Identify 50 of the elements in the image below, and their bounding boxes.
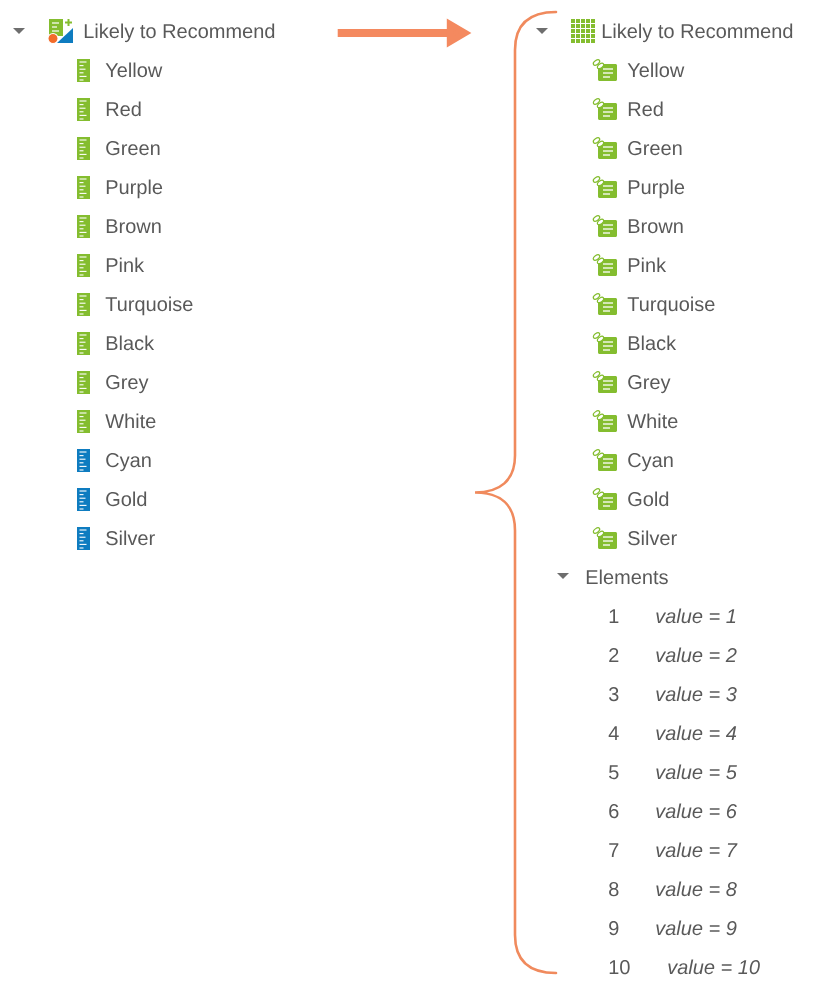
curly-brace	[473, 10, 558, 975]
row-number: 10	[609, 960, 630, 975]
row-number: 8	[609, 882, 619, 897]
row-number: 7	[609, 843, 619, 857]
value-text: value = 7	[656, 842, 738, 858]
item-label: Gold	[628, 491, 669, 507]
row-number: 6	[609, 804, 619, 819]
item-label: Green	[106, 141, 160, 156]
item-label: Red	[628, 101, 663, 117]
tree-root-label: Likely to Recommend	[602, 23, 793, 43]
group-label: Elements	[586, 569, 668, 585]
value-text: value = 3	[656, 686, 737, 702]
value-text: value = 4	[656, 725, 737, 741]
item-label: Cyan	[628, 453, 673, 472]
item-label: Pink	[628, 257, 667, 272]
item-label: Pink	[106, 257, 145, 272]
item-label: Brown	[628, 219, 683, 234]
value-text: value = 6	[656, 803, 737, 819]
row-number: 5	[609, 765, 619, 780]
value-text: value = 5	[656, 764, 737, 780]
item-label: Grey	[628, 375, 671, 394]
item-label: Turquoise	[627, 296, 715, 316]
value-text: value = 8	[656, 881, 737, 897]
item-label: White	[627, 413, 678, 429]
value-text: value = 10	[668, 959, 760, 975]
item-label: Yellow	[627, 62, 685, 78]
value-text: value = 9	[656, 920, 737, 936]
item-label: Gold	[106, 491, 147, 507]
item-label: Black	[628, 335, 677, 351]
item-label: Turquoise	[105, 296, 193, 316]
item-label: White	[105, 413, 156, 429]
item-label: Silver	[628, 530, 677, 546]
row-number: 2	[609, 648, 619, 662]
item-label: Cyan	[106, 453, 151, 472]
item-label: Purple	[628, 179, 685, 199]
row-number: 1	[609, 609, 619, 623]
item-label: Black	[106, 335, 155, 351]
item-label: Grey	[106, 375, 149, 394]
value-text: value = 2	[656, 647, 737, 663]
item-label: Brown	[106, 219, 161, 234]
item-label: Purple	[106, 179, 163, 199]
row-number: 4	[608, 726, 619, 740]
item-label: Silver	[106, 530, 155, 546]
row-number: 9	[609, 921, 619, 936]
item-label: Green	[628, 141, 682, 156]
row-number: 3	[608, 687, 619, 702]
value-text: value = 1	[656, 608, 736, 624]
tree-root-label: Likely to Recommend	[84, 23, 275, 43]
item-label: Yellow	[105, 62, 163, 78]
item-label: Red	[106, 101, 141, 117]
